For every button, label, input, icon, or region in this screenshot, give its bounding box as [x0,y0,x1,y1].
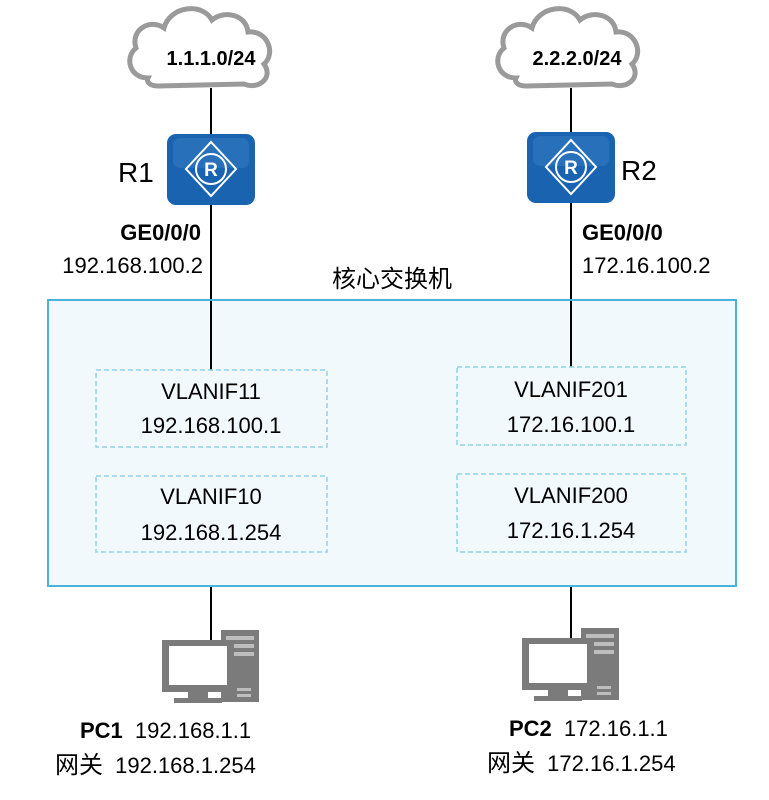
router-r1-icon: R [167,134,255,205]
pc1-gateway-label: 网关 [55,751,103,779]
pc1-gateway-ip: 192.168.1.254 [115,753,256,778]
pc2-computer-icon [522,628,619,701]
router-r2-ip: 172.16.100.2 [582,253,710,278]
router-r1-port: GE0/0/0 [120,220,201,245]
pc2-label: PC2 172.16.1.1 [509,716,668,741]
pc2-gateway: 网关 172.16.1.254 [487,749,676,777]
svg-text:R: R [204,160,218,181]
pc2-gateway-label: 网关 [487,749,535,777]
switch-title: 核心交换机 [332,266,452,293]
pc2-name: PC2 [509,716,552,741]
vlanif10-name: VLANIF10 [160,484,262,509]
vlanif10-box: VLANIF10 192.168.1.254 [95,475,328,553]
pc1-label: PC1 192.168.1.1 [80,718,251,743]
vlanif201-name: VLANIF201 [514,377,628,402]
svg-text:R: R [564,158,578,179]
pc1-name: PC1 [80,718,123,743]
pc1-ip: 192.168.1.1 [135,718,251,743]
vlanif10-ip: 192.168.1.254 [141,520,282,545]
router-r1-name: R1 [118,157,154,188]
cloud-right-label: 2.2.2.0/24 [533,48,623,70]
pc2-ip: 172.16.1.1 [564,716,668,741]
vlanif11-ip: 192.168.100.1 [141,413,282,438]
vlanif200-box: VLANIF200 172.16.1.254 [456,473,687,553]
router-r2-port: GE0/0/0 [582,220,663,245]
vlanif200-ip: 172.16.1.254 [507,518,635,543]
pc2-gateway-ip: 172.16.1.254 [547,751,675,776]
router-r2-icon: R [527,132,615,203]
router-r1-ip: 192.168.100.2 [62,253,203,278]
cloud-left-label: 1.1.1.0/24 [167,48,257,70]
vlanif200-name: VLANIF200 [514,483,628,508]
pc1-computer-icon [162,630,259,703]
router-r2-name: R2 [621,155,657,186]
vlanif201-ip: 172.16.100.1 [507,412,635,437]
pc1-gateway: 网关 192.168.1.254 [55,751,256,779]
vlanif11-name: VLANIF11 [161,379,261,404]
vlanif11-box: VLANIF11 192.168.100.1 [95,369,328,448]
vlanif201-box: VLANIF201 172.16.100.1 [456,366,687,446]
